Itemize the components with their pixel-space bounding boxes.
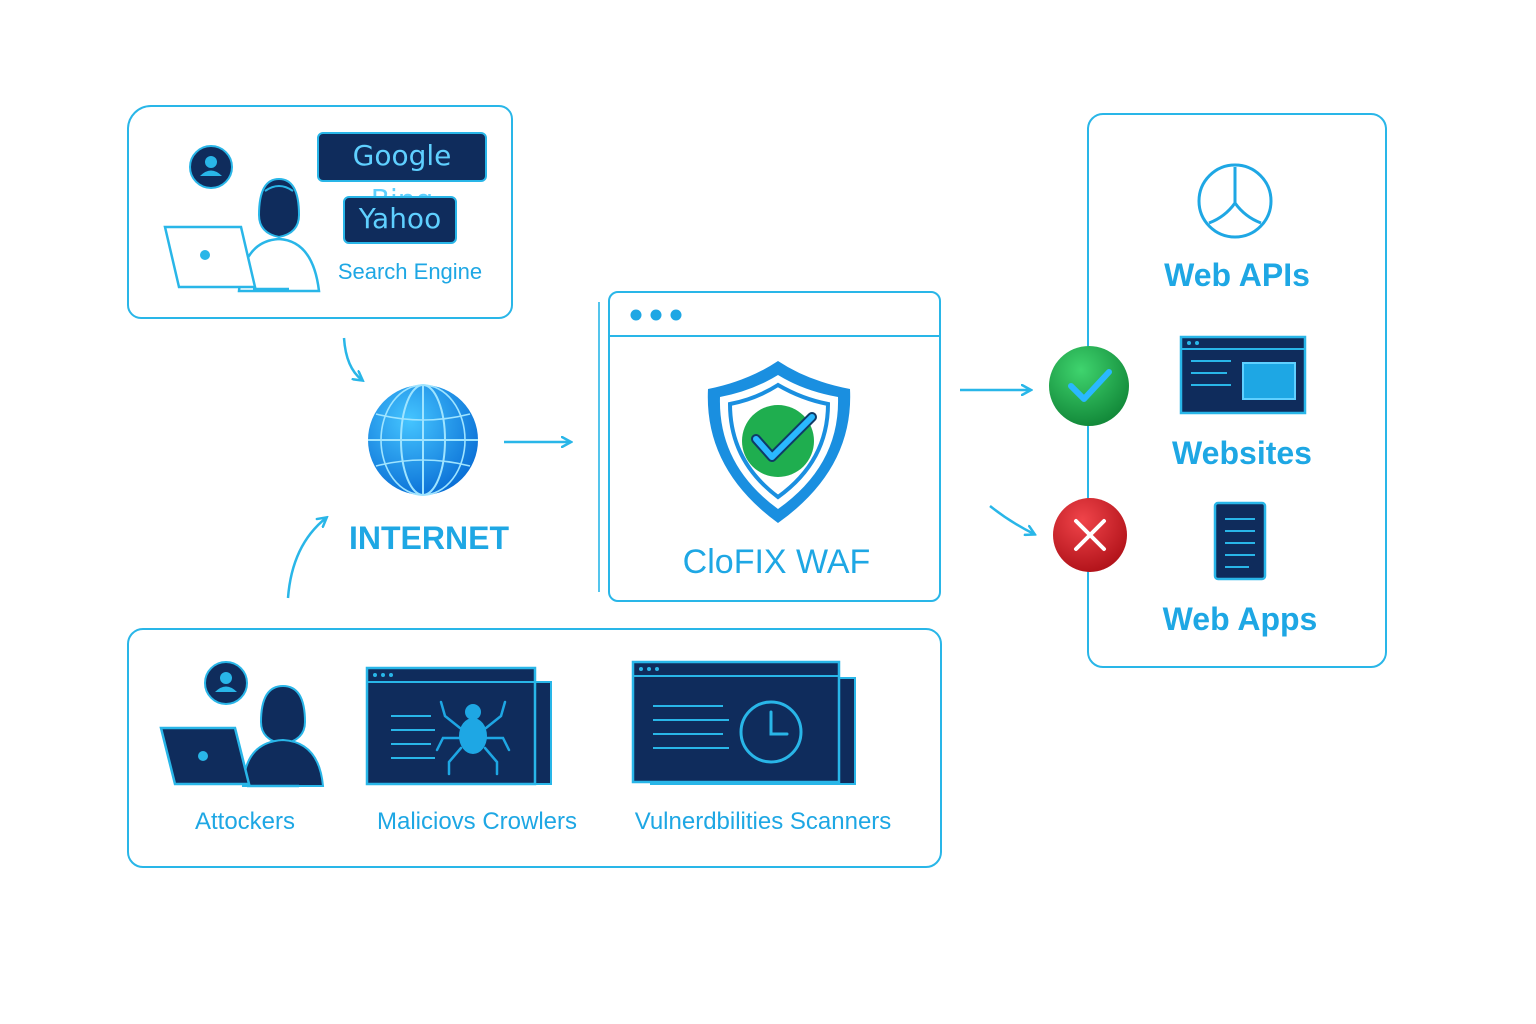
hooded-hacker-icon [159,684,325,788]
internet-label: INTERNET [349,520,509,556]
engine-google-bing: Google Bing [317,132,487,216]
user-badge-icon [204,661,248,705]
threat-attackers-label: Attockers [194,808,296,835]
person-laptop-icon [163,177,321,293]
x-circle-icon [1053,498,1127,572]
waf-label: CloFIX WAF [682,543,871,581]
arrow-search-to-internet [342,337,362,380]
window-dots-icon [630,309,682,321]
shield-check-icon [707,361,851,523]
search-engine-label: Search Engine [337,259,483,284]
globe-icon [368,384,478,496]
search-engine-panel: Google Bing Yahoo Search Engine [127,105,513,319]
check-circle-icon [1049,346,1129,426]
targets-panel: Web APIs Websites Web Apps [1087,113,1387,668]
window-title-bar [610,293,939,337]
user-badge-icon [189,145,233,189]
target-websites-label: Websites [1172,435,1312,471]
spider-crawler-icon [365,666,552,786]
waf-panel: CloFIX WAF [608,291,941,602]
scanner-clock-icon [631,660,856,785]
mobile-app-icon [1213,501,1267,581]
target-web-apis-label: Web APIs [1164,257,1310,293]
arrow-waf-to-block [989,505,1034,534]
engine-yahoo: Yahoo [343,196,457,244]
api-icon [1197,163,1273,239]
target-web-apps-label: Web Apps [1162,601,1318,637]
waf-panel-shadow-edge [598,302,600,592]
threat-crawlers-label: Maliciovs Crowlers [376,808,578,835]
threats-panel: Attockers Maliciovs Crowlers Vulnerdbili… [127,628,942,868]
threat-scanners-label: Vulnerdbilities Scanners [634,808,892,835]
browser-window-icon [1179,335,1307,415]
arrow-threats-to-internet [286,518,326,599]
